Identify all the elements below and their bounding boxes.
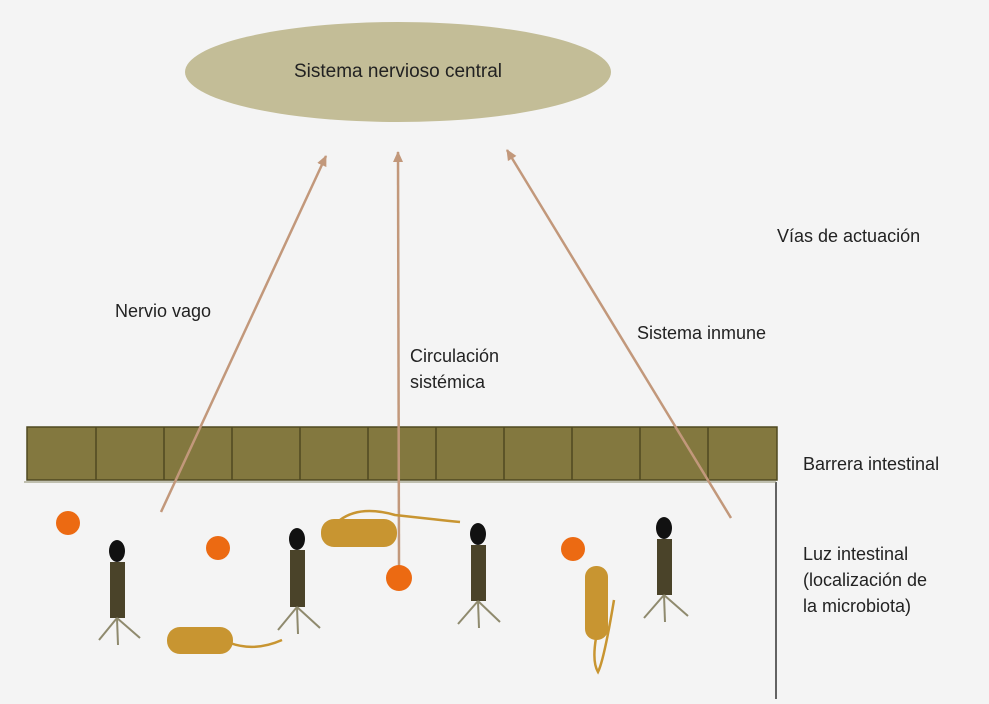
vagus-nerve-label: Nervio vago [115, 301, 212, 321]
cns-ellipse [185, 22, 611, 122]
intestinal-barrier [26, 426, 778, 481]
rod-bacterium [585, 566, 616, 675]
bacteriophage [457, 523, 501, 629]
bacteriophage [98, 540, 141, 646]
immune-arrow [505, 149, 733, 519]
circulation-arrow [393, 151, 404, 567]
cns-label: Sistema nervioso central [293, 61, 503, 82]
pathways-heading: Vías de actuación [777, 226, 921, 246]
coccus-bacterium [56, 511, 80, 535]
vagus-arrow [159, 155, 328, 513]
intestinal-lumen-label: Luz intestinal (localización de la micro… [803, 544, 928, 616]
rod-bacterium [167, 627, 283, 654]
bacteriophage [277, 528, 321, 635]
bacteriophage [643, 517, 689, 623]
coccus-bacterium [206, 536, 230, 560]
immune-system-label: Sistema inmune [637, 323, 767, 343]
coccus-bacterium [561, 537, 585, 561]
systemic-circulation-label: Circulación sistémica [410, 346, 500, 392]
intestinal-barrier-label: Barrera intestinal [803, 454, 940, 474]
coccus-bacterium [386, 565, 412, 591]
rod-bacterium [321, 509, 461, 547]
